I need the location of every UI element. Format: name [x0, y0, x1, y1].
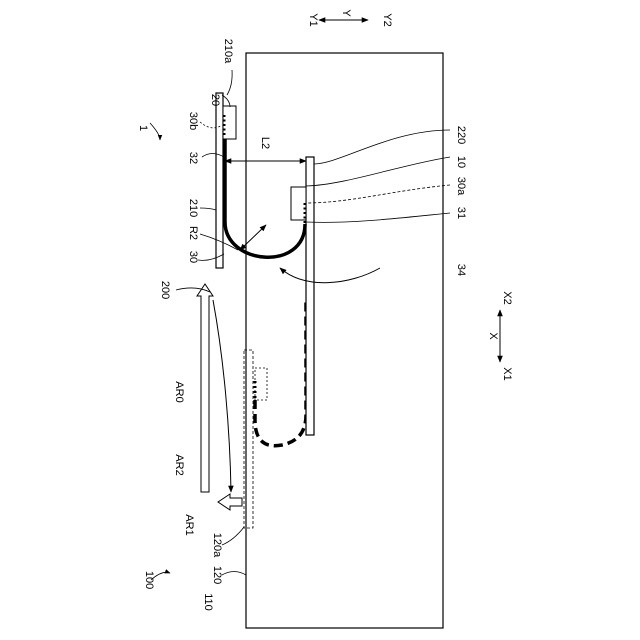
leader-120 [222, 572, 246, 576]
dim-r2 [240, 225, 266, 250]
leader-210a [227, 70, 232, 95]
ghost-plate [244, 350, 253, 528]
label-210a: 210a [222, 39, 234, 64]
label-ar2: AR2 [173, 454, 185, 475]
label-110: 110 [202, 593, 214, 611]
leader-10 [306, 157, 450, 186]
label-210: 210 [187, 199, 199, 217]
label-y: Y [340, 9, 352, 17]
label-100: 100 [143, 571, 155, 589]
label-30b: 30b [187, 112, 199, 130]
label-31: 31 [455, 207, 467, 219]
label-10: 10 [455, 156, 467, 168]
label-30: 30 [187, 251, 199, 263]
label-1: 1 [137, 125, 149, 131]
label-x2: X2 [501, 291, 513, 304]
label-l2: L2 [259, 137, 271, 149]
leader-220 [314, 130, 450, 164]
ghost-cable [255, 300, 306, 446]
ghost-connector [255, 368, 267, 400]
leader-30a [306, 185, 450, 203]
label-200: 200 [159, 281, 171, 299]
label-ar0: AR0 [173, 381, 185, 402]
label-x1: X1 [501, 367, 513, 380]
label-r2: R2 [187, 226, 199, 240]
label-120: 120 [211, 566, 223, 584]
label-ar1: AR1 [183, 514, 195, 535]
arrow-ar0 [213, 300, 231, 492]
housing-110 [246, 53, 443, 628]
leader-31 [306, 213, 450, 222]
label-34: 34 [455, 264, 467, 276]
label-120a: 120a [211, 533, 223, 558]
label-220: 220 [455, 126, 467, 144]
arrow-34 [280, 268, 380, 283]
ref-arrow-1 [150, 123, 160, 140]
label-32: 32 [187, 152, 199, 164]
label-y2: Y2 [381, 13, 393, 26]
label-x: X [487, 332, 499, 340]
leader-210 [200, 208, 216, 210]
plate-220 [306, 157, 314, 435]
label-20: 20 [209, 94, 221, 106]
leader-120a [222, 527, 244, 545]
arrow-ar2 [197, 284, 213, 492]
label-y1: Y1 [307, 13, 319, 26]
arrow-ar1 [218, 494, 242, 510]
label-30a: 30a [455, 177, 467, 196]
